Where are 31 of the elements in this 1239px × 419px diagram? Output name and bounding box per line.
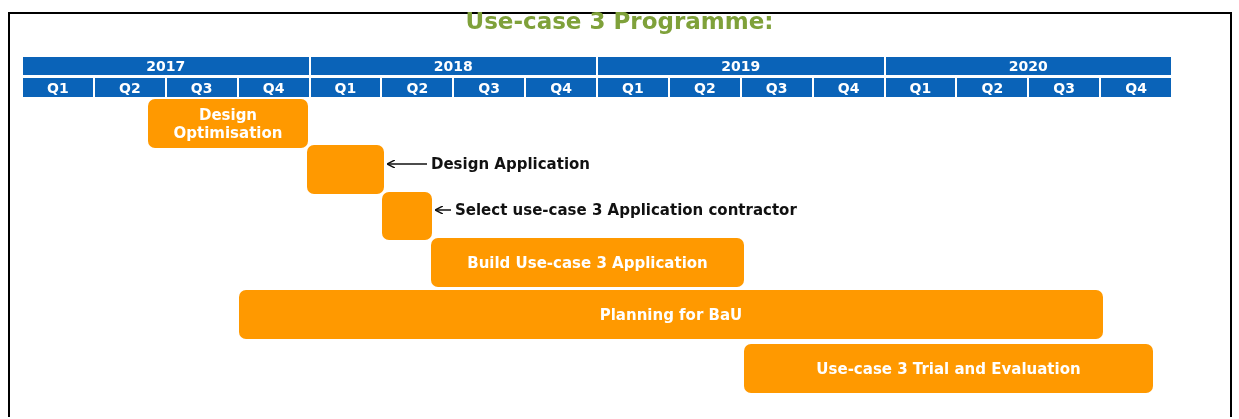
task-bar: Planning for BaU [239, 290, 1103, 339]
task-bar: Design Optimisation [148, 99, 308, 148]
gantt-bar [307, 145, 384, 194]
year-header: 2018 [310, 57, 596, 75]
quarter-header: Q1 [885, 78, 956, 97]
quarter-header: Q1 [23, 78, 93, 97]
quarter-header: Q2 [957, 78, 1028, 97]
quarter-header: Q1 [598, 78, 668, 97]
quarter-header: Q4 [813, 78, 884, 97]
quarter-header: Q1 [310, 78, 381, 97]
year-header: 2020 [885, 57, 1171, 75]
quarter-header: Q3 [741, 78, 812, 97]
quarter-header: Q4 [526, 78, 596, 97]
task-label: Design Application [431, 155, 590, 173]
year-header: 2017 [23, 57, 309, 75]
diagram-title: Use-case 3 Programme: [464, 8, 775, 36]
task-bar: Build Use-case 3 Application [431, 238, 744, 287]
quarter-header: Q2 [382, 78, 453, 97]
arrow [386, 159, 428, 169]
quarter-header: Q4 [238, 78, 309, 97]
year-header: 2019 [598, 57, 884, 75]
quarter-header: Q3 [454, 78, 525, 97]
quarter-header: Q2 [94, 78, 165, 97]
quarter-header: Q3 [166, 78, 237, 97]
task-label: Select use-case 3 Application contractor [455, 201, 797, 219]
quarter-header: Q3 [1029, 78, 1100, 97]
quarter-header: Q2 [669, 78, 740, 97]
quarter-header: Q4 [1101, 78, 1171, 97]
gantt-bar [382, 192, 432, 240]
arrow [434, 205, 452, 215]
task-bar: Use-case 3 Trial and Evaluation [744, 344, 1153, 393]
